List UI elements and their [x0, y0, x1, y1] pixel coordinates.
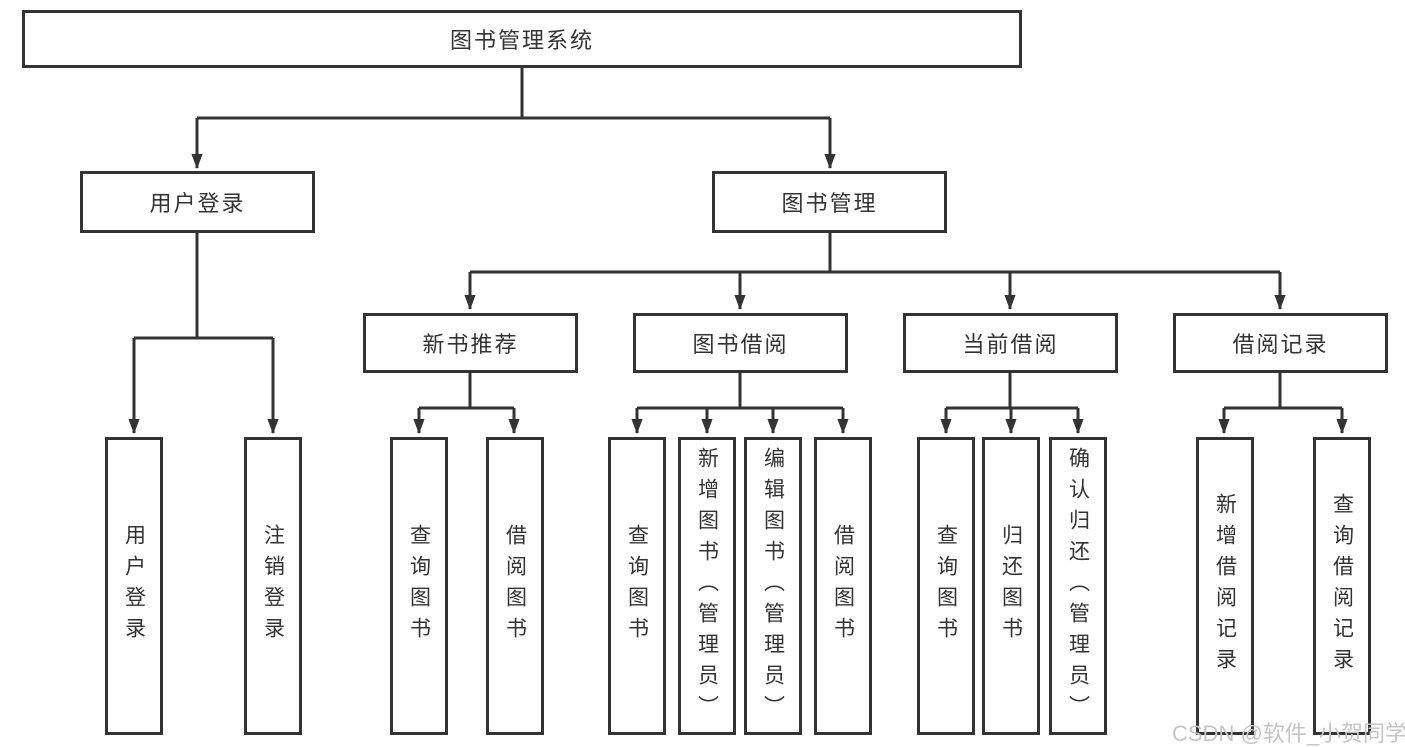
node-book-mgmt-label: 图书管理 [781, 191, 878, 216]
leaf-br-add-record: 新增借阅记录 [1196, 437, 1254, 735]
leaf-bb-add-book: 新增图书（管理员） [678, 437, 736, 735]
leaf-user-login-label: 用户登录 [122, 524, 146, 648]
leaf-rec-query-book: 查询图书 [390, 437, 448, 735]
csdn-watermark: CSDN @软件_小贺同学 [1172, 721, 1405, 746]
node-new-book-rec: 新书推荐 [363, 313, 578, 373]
node-borrow-record-label: 借阅记录 [1232, 332, 1329, 357]
connector-user-login [134, 233, 273, 340]
leaf-bb-query-book-label: 查询图书 [625, 524, 649, 648]
leaf-br-query-record-label: 查询借阅记录 [1330, 493, 1354, 679]
node-current-borrow: 当前借阅 [903, 313, 1118, 373]
leaf-cb-query-book-label: 查询图书 [934, 524, 958, 648]
connector-borrow-record [1224, 373, 1342, 410]
leaf-rec-borrow-book-label: 借阅图书 [503, 524, 527, 648]
connector-current-borrow [946, 373, 1078, 410]
leaf-logout: 注销登录 [244, 437, 302, 735]
node-new-book-rec-label: 新书推荐 [422, 332, 519, 357]
connector-book-mgmt [470, 233, 1280, 274]
node-user-login: 用户登录 [80, 171, 315, 233]
leaf-cb-confirm-return-label: 确认归还（管理员） [1066, 446, 1090, 726]
leaf-user-login: 用户登录 [105, 437, 163, 735]
leaf-br-query-record: 查询借阅记录 [1313, 437, 1371, 735]
leaf-cb-return-book: 归还图书 [982, 437, 1040, 735]
leaf-bb-borrow-book: 借阅图书 [814, 437, 872, 735]
leaf-rec-query-book-label: 查询图书 [407, 524, 431, 648]
connector-root [197, 68, 830, 120]
node-book-mgmt: 图书管理 [712, 171, 947, 233]
connector-book-borrow [637, 373, 843, 410]
node-book-borrow-label: 图书借阅 [692, 332, 789, 357]
leaf-cb-query-book: 查询图书 [917, 437, 975, 735]
leaf-bb-edit-book-label: 编辑图书（管理员） [761, 446, 785, 726]
leaf-br-add-record-label: 新增借阅记录 [1213, 493, 1237, 679]
leaf-logout-label: 注销登录 [261, 524, 285, 648]
leaf-cb-return-book-label: 归还图书 [999, 524, 1023, 648]
node-book-borrow: 图书借阅 [633, 313, 848, 373]
node-current-borrow-label: 当前借阅 [962, 332, 1059, 357]
leaf-bb-borrow-book-label: 借阅图书 [831, 524, 855, 648]
connector-new-book-rec [419, 373, 514, 410]
leaf-rec-borrow-book: 借阅图书 [486, 437, 544, 735]
leaf-bb-edit-book: 编辑图书（管理员） [744, 437, 802, 735]
node-user-login-label: 用户登录 [149, 191, 246, 216]
node-borrow-record: 借阅记录 [1173, 313, 1388, 373]
node-root: 图书管理系统 [22, 10, 1022, 68]
leaf-bb-add-book-label: 新增图书（管理员） [695, 446, 719, 726]
leaf-cb-confirm-return: 确认归还（管理员） [1049, 437, 1107, 735]
node-root-label: 图书管理系统 [449, 28, 594, 53]
leaf-bb-query-book: 查询图书 [608, 437, 666, 735]
